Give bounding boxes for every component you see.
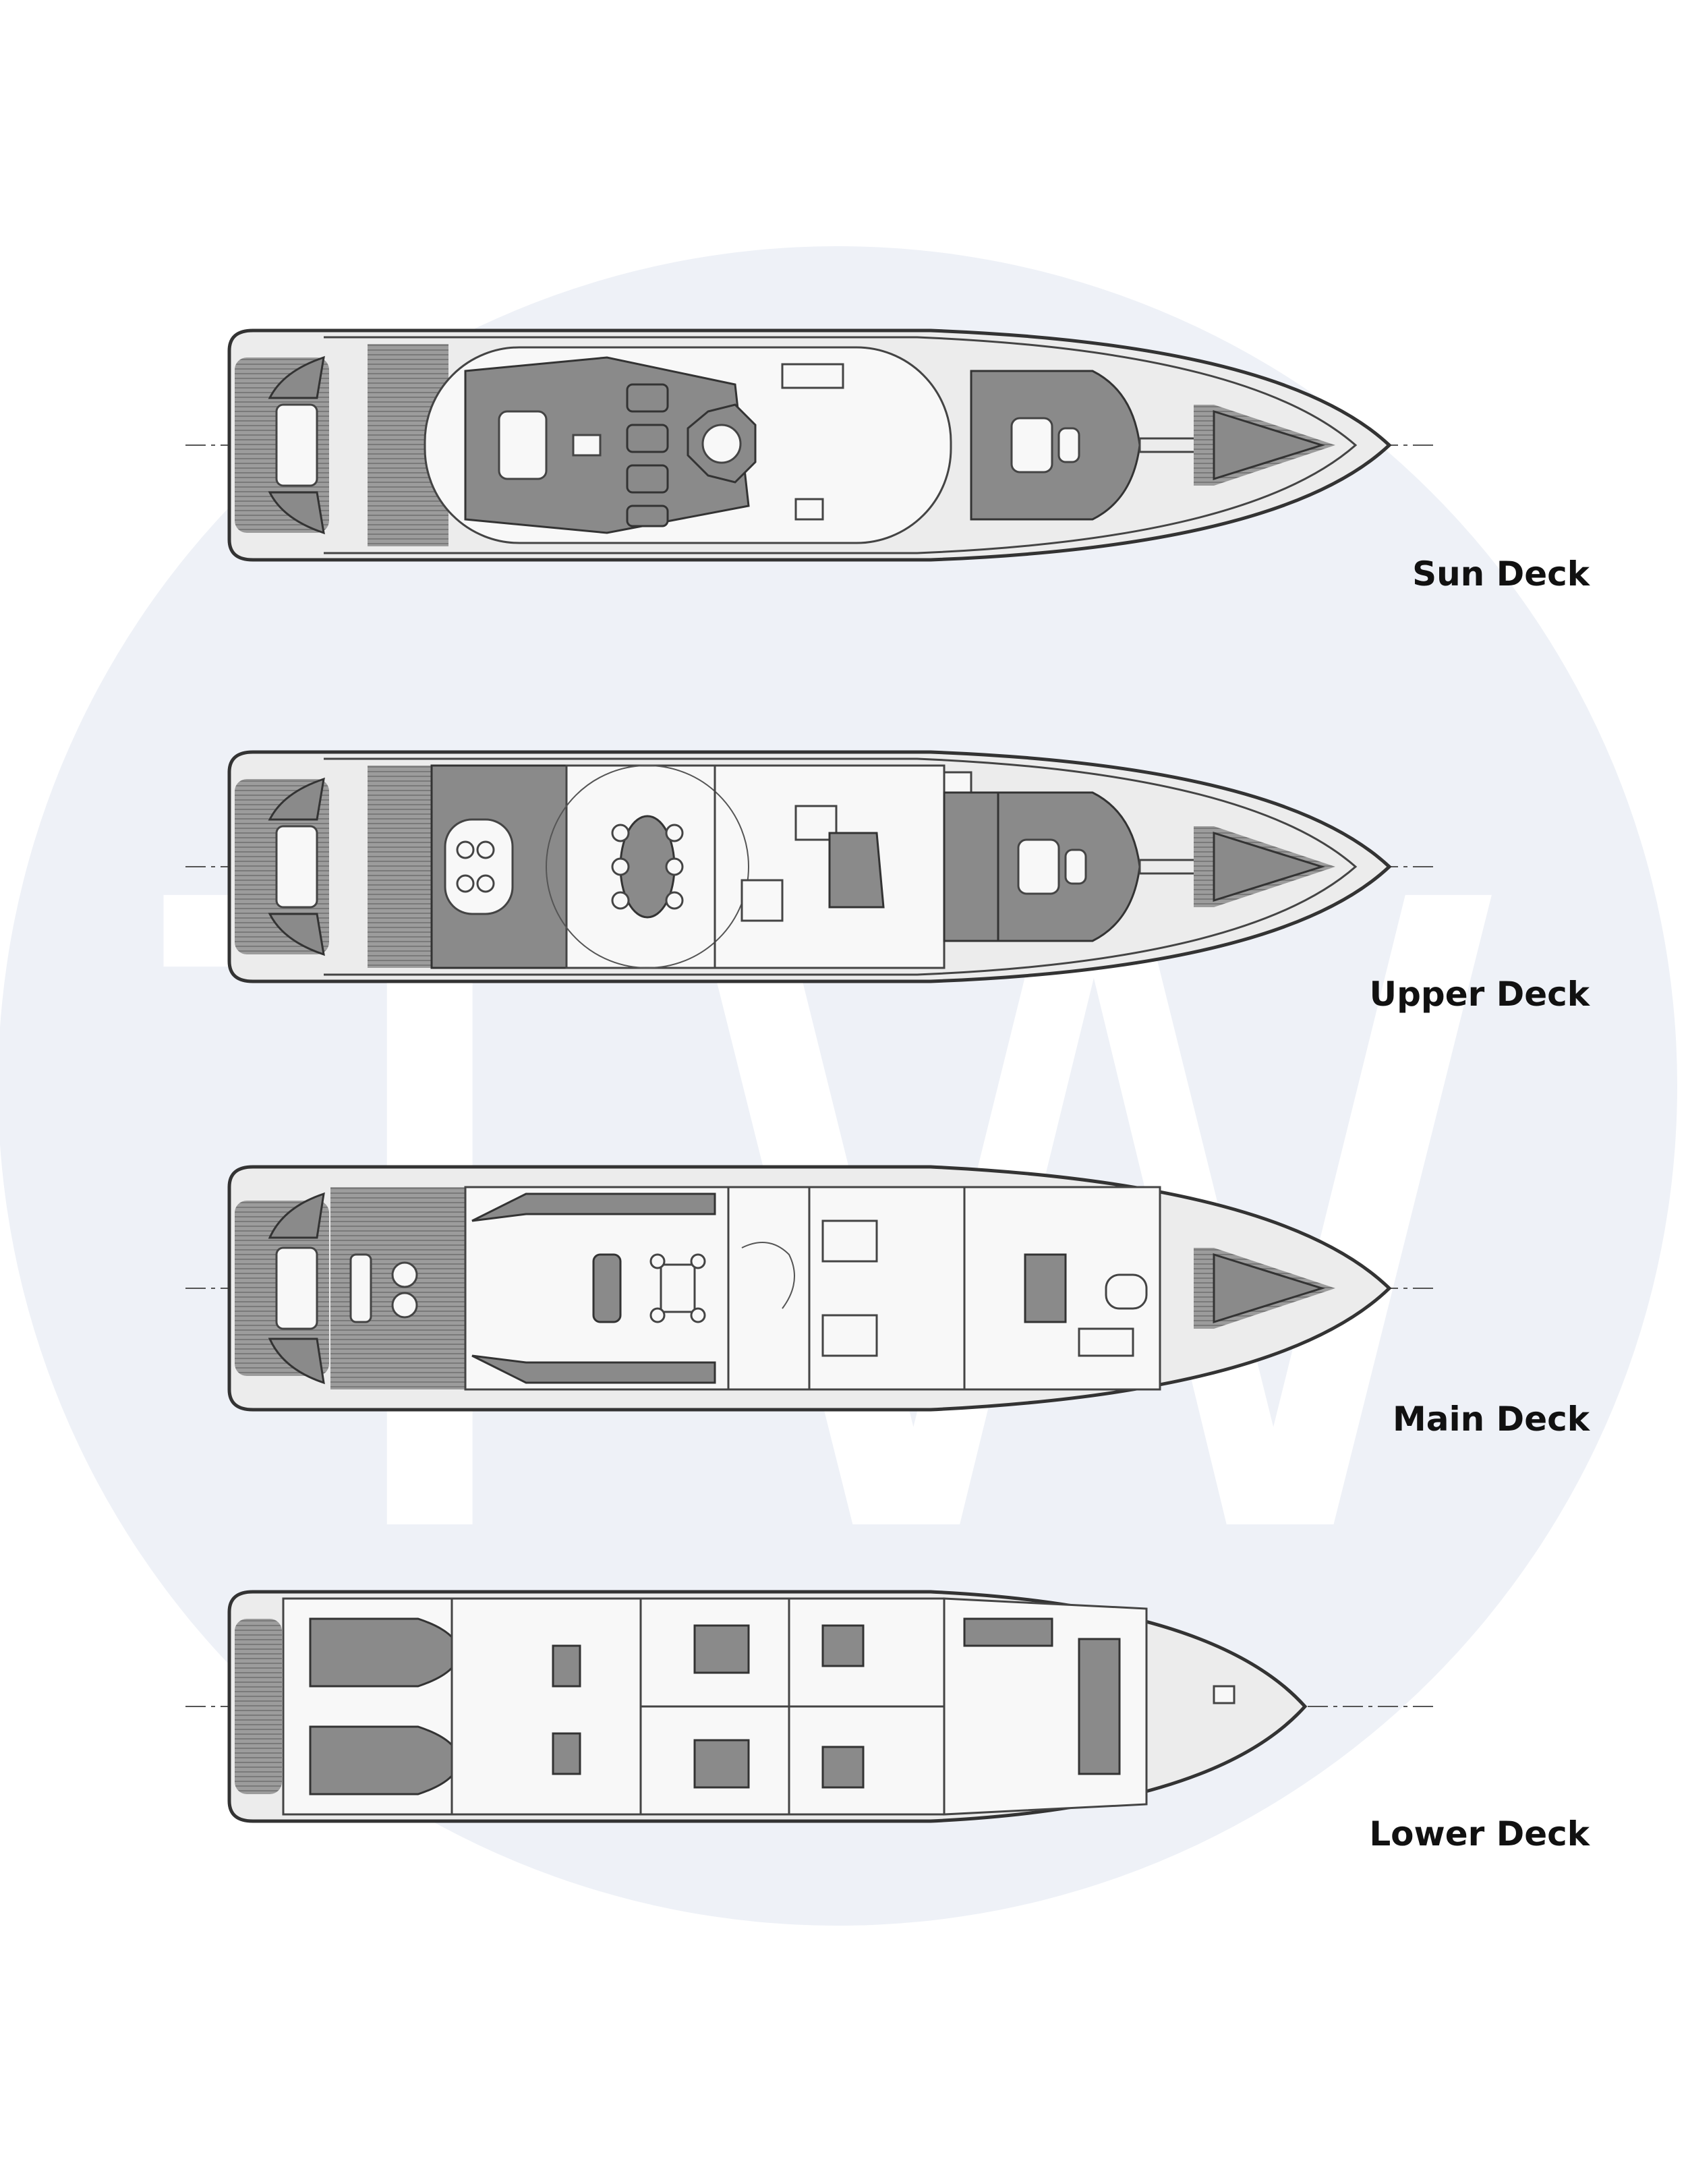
upper-deck-plan [185,750,1433,983]
upper-deck: Upper Deck [0,732,1686,1110]
main-deck: Main Deck [0,1153,1686,1531]
lower-deck: Lower Deck [0,1572,1686,1949]
sun-deck-label: Sun Deck [1412,554,1590,594]
sun-deck: Sun Deck [0,310,1686,688]
main-deck-label: Main Deck [1393,1400,1590,1439]
lower-deck-plan [185,1590,1433,1823]
upper-deck-label: Upper Deck [1369,975,1590,1014]
watermark-circle [0,246,1677,1926]
lower-deck-label: Lower Deck [1369,1814,1590,1853]
sun-deck-plan [185,328,1433,562]
main-deck-plan [185,1165,1433,1412]
